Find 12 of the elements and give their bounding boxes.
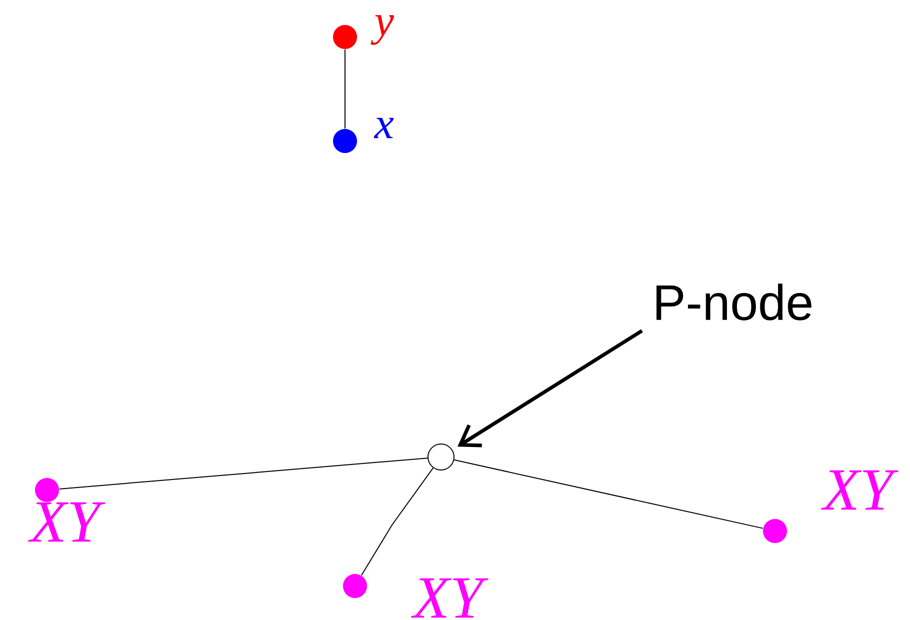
line — [454, 459, 764, 529]
dot-label: x — [374, 118, 394, 138]
dot-label: XY — [411, 578, 488, 618]
node-label: P-node — [656, 284, 812, 320]
dot-label: XY — [820, 470, 898, 510]
line — [344, 48, 346, 130]
hollow-circle — [428, 444, 454, 470]
dot-label: y — [370, 15, 394, 45]
arrow — [458, 329, 643, 448]
line — [360, 467, 434, 576]
line — [58, 458, 428, 490]
dot-label: XY — [28, 502, 106, 542]
